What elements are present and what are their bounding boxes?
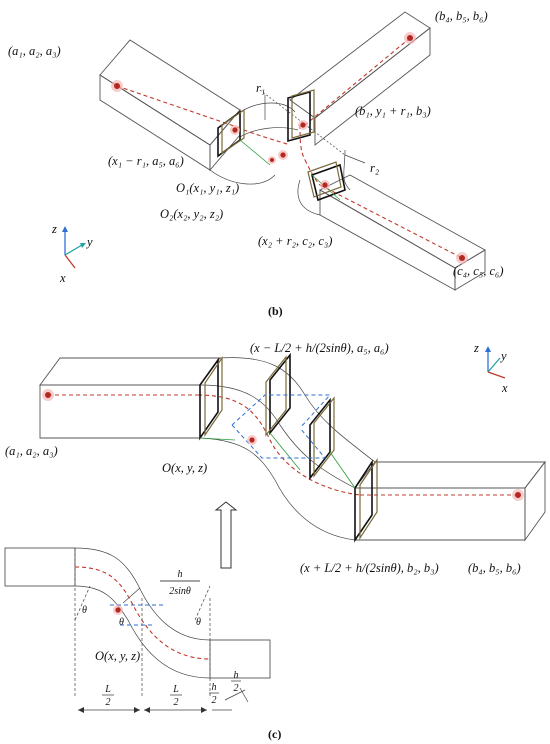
axis-x-label: x [59,271,66,285]
center-o-label: O(x, y, z) [162,461,207,475]
theta-right: θ [196,617,201,628]
h-over-2sin-numerator: h [178,569,183,580]
plan-center-o-label: O(x, y, z) [95,649,140,663]
panel-c-axes: z y x [473,341,508,395]
dim-l-half-1-den: 2 [106,697,111,708]
dim-h-half-2-den: 2 [234,683,239,694]
dim-h-half-1-den: 2 [212,695,217,706]
caption-c: (c) [268,727,281,741]
theta-center: θ [119,617,124,628]
point-a123-label-c: (a₁, a₂, a₃) [5,444,58,458]
plan-view-geometry [4,547,271,713]
dim-h-half-1-num: h [212,682,217,693]
radius-r1-label: r₁ [256,81,265,95]
point-top-label: (x − L/2 + h/(2sinθ), a₅, a₆) [250,341,389,355]
panel-b-geometry [99,11,486,291]
point-x2r2c2c3-label: (x₂ + r₂, c₂, c₃) [258,234,332,248]
dim-l-half-2-num: L [172,684,179,695]
axis-z-label: z [51,222,57,236]
point-a123-label: (a₁, a₂, a₃) [8,44,61,58]
caption-b: (b) [268,304,283,318]
up-arrow [214,501,238,569]
point-x1r1a5a6-label: (x₁ − r₁, a₅, a₆) [108,154,184,168]
point-b1y1r1b3-label: (b₁, y₁ + r₁, b₃) [355,104,431,118]
axis-y-label: y [85,235,93,249]
axis-z-label-c: z [473,341,479,355]
dim-l-half-2-den: 2 [174,697,179,708]
dim-h-half-2-num: h [234,670,239,681]
point-bottom-label: (x + L/2 + h/(2sinθ), b₂, b₃) [300,561,439,575]
axis-x-label-c: x [501,381,508,395]
center-o1-label: O₁(x₁, y₁, z₁) [176,181,239,195]
axis-y-label-c: y [499,349,507,363]
center-o2-label: O₂(x₂, y₂, z₂) [160,207,223,221]
point-b456-label-c: (b₄, b₅, b₆) [468,561,521,575]
h-over-2sin-denominator: 2sinθ [169,586,191,597]
radius-r2-label: r₂ [370,161,380,175]
dim-l-half-1-num: L [104,684,111,695]
panel-c-geometry [39,352,546,543]
theta-left: θ [82,605,87,616]
panel-b-axes: z y x [51,222,93,285]
point-c456-label: (c₄, c₅, c₆) [453,264,504,278]
point-b456-label: (b₄, b₅, b₆) [435,9,488,23]
